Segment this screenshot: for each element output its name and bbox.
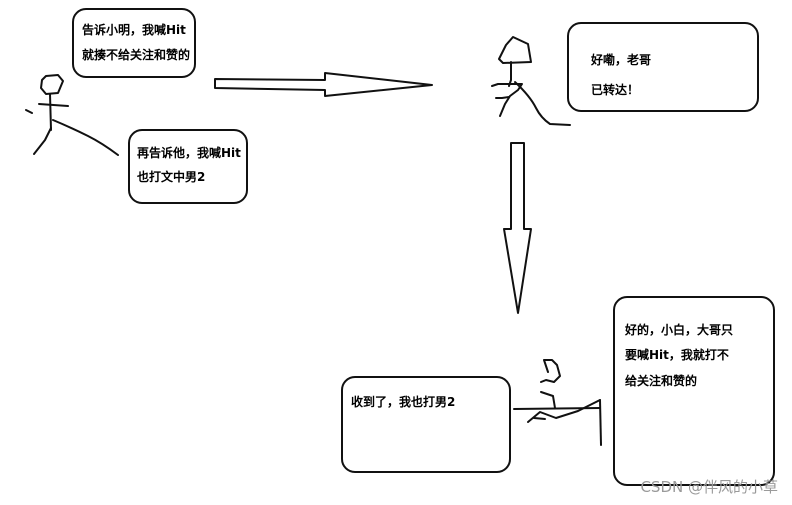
speech-bubble-tell-him: 再告诉他，我喊Hit 也打文中男2 — [128, 129, 248, 204]
bubble-text-line: 就揍不给关注和赞的 — [82, 48, 191, 63]
speech-bubble-received: 收到了，我也打男2 — [341, 376, 511, 473]
bubble-text-line: 收到了，我也打男2 — [351, 395, 456, 409]
bubble-text-line: 告诉小明，我喊Hit — [82, 23, 186, 37]
stick-figure-boss — [25, 74, 119, 156]
watermark: CSDN @伴风的小草 — [640, 478, 778, 496]
speech-bubble-tell-xiaoming: 告诉小明，我喊Hit 就揍不给关注和赞的 — [72, 8, 196, 78]
bubble-text-line: 要喊Hit，我就打不 — [625, 348, 729, 363]
arrow-right — [214, 72, 433, 97]
bubble-text-line: 也打文中男2 — [137, 170, 206, 185]
bubble-text-line: 给关注和赞的 — [625, 373, 698, 388]
bubble-text-line: 再告诉他，我喊Hit — [137, 146, 241, 160]
bubble-text-line: 好的，小白，大哥只 — [625, 323, 734, 337]
bubble-text-line: 好嘞，老哥 — [591, 53, 652, 67]
stick-figure-xiaobai — [513, 359, 602, 446]
speech-bubble-relay-reply: 好嘞，老哥 已转达！ — [567, 22, 759, 112]
speech-bubble-xiaobai-reply: 好的，小白，大哥只 要喊Hit，我就打不 给关注和赞的 — [613, 296, 775, 486]
stick-figure-relay — [491, 36, 571, 126]
arrow-down — [503, 142, 532, 314]
bubble-text-line: 已转达！ — [591, 83, 640, 98]
